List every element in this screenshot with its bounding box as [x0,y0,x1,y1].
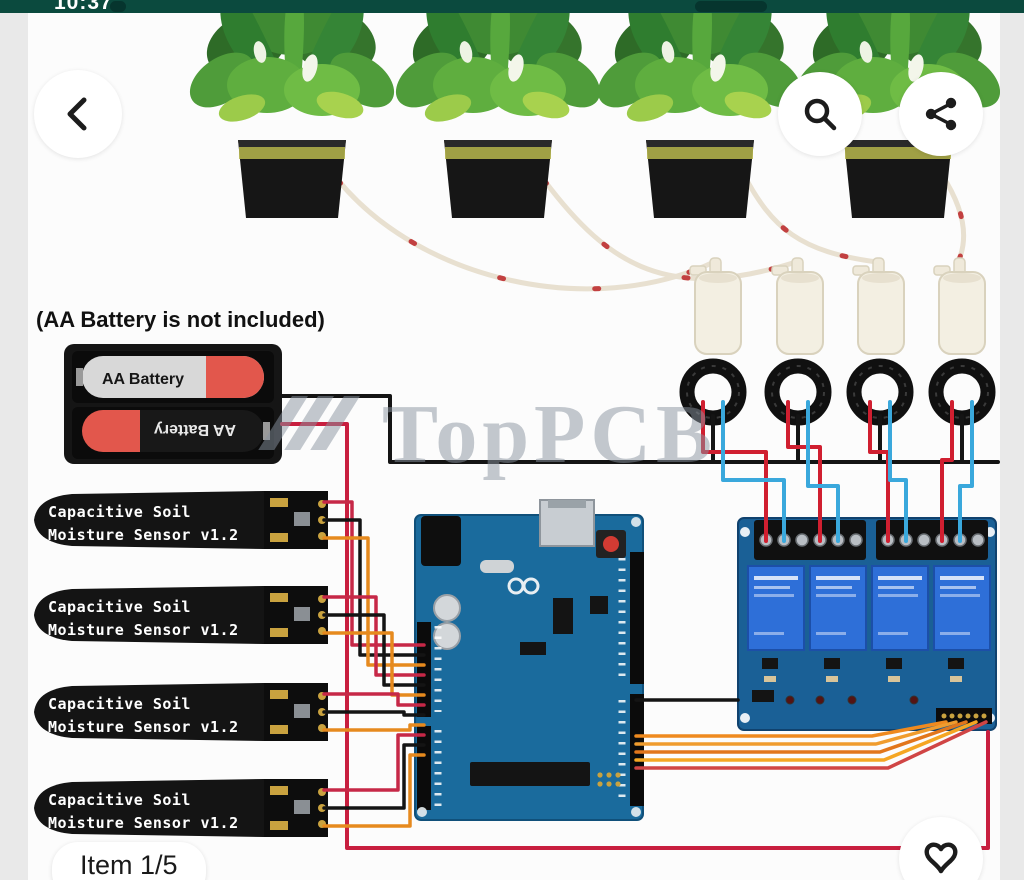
battery-holder: AA Battery AA Battery [64,344,282,464]
battery-bottom-label: AA Battery [154,421,236,438]
left-margin [0,13,28,880]
sensor-label: Capacitive Soil [48,503,191,521]
right-margin [1000,13,1024,880]
chevron-left-icon [67,97,87,131]
sensor-label: Capacitive Soil [48,695,191,713]
sensor-label: Capacitive Soil [48,598,191,616]
share-button[interactable] [899,72,983,156]
share-icon [925,97,957,131]
wires [280,394,1000,850]
watermark-text: TopPCB [382,388,717,481]
battery-note: (AA Battery is not included) [36,307,325,332]
status-bar: 10:37 [0,0,1024,13]
soil-sensors: Capacitive Soil Moisture Sensor v1.2 Cap… [34,491,328,837]
item-counter-pill: Item 1/5 [52,842,206,880]
heart-icon [924,842,958,874]
battery-top-label: AA Battery [102,371,184,388]
relay-module [737,517,997,731]
search-icon [804,98,837,131]
water-tubes [335,172,967,292]
sensor-label: Moisture Sensor v1.2 [48,814,239,832]
sensor-label: Moisture Sensor v1.2 [48,621,239,639]
back-button[interactable] [34,70,122,158]
status-icon-cluster [695,1,767,12]
status-icon [110,1,126,12]
watermark: TopPCB [258,388,717,481]
status-time: 10:37 [54,0,113,13]
favorite-button[interactable] [899,817,983,880]
sensor-label: Capacitive Soil [48,791,191,809]
sensor-label: Moisture Sensor v1.2 [48,526,239,544]
sensor-label: Moisture Sensor v1.2 [48,718,239,736]
arduino-board [414,499,644,821]
item-counter-label: Item 1/5 [80,850,178,880]
search-button[interactable] [778,72,862,156]
